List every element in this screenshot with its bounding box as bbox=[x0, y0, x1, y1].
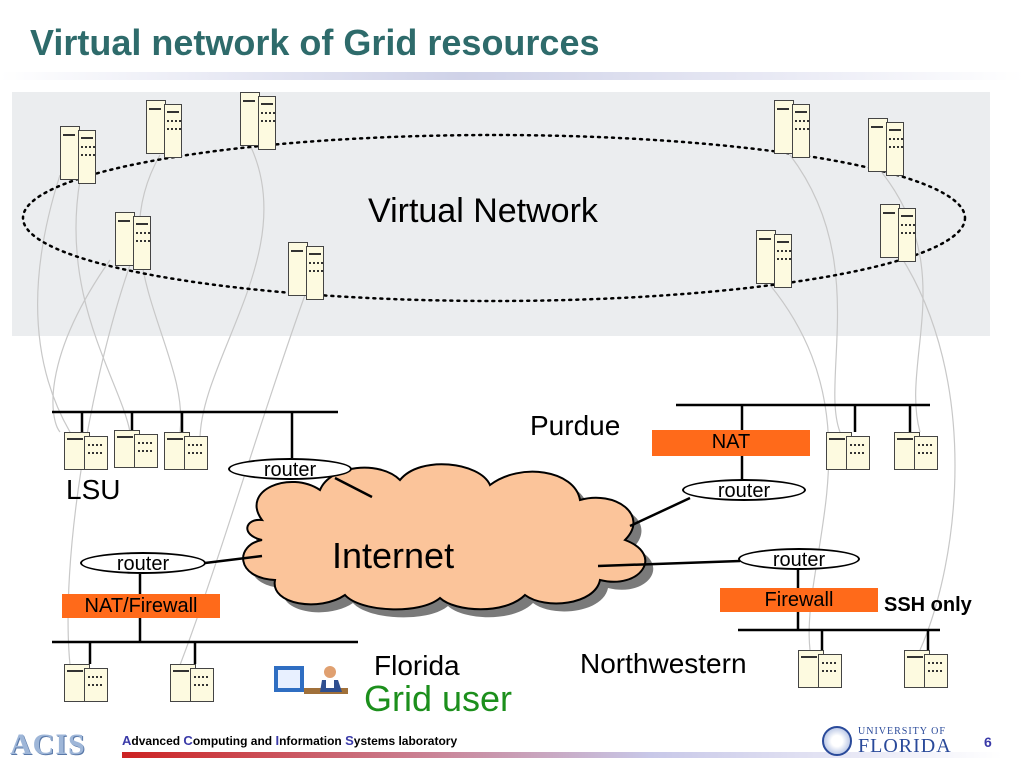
title-underline bbox=[0, 72, 1024, 80]
footer-underline bbox=[122, 752, 1002, 758]
virtual-network-label: Virtual Network bbox=[368, 192, 598, 230]
grid-user-label: Grid user bbox=[364, 678, 513, 719]
lsu-network bbox=[52, 410, 373, 499]
northwestern-firewall: Firewall bbox=[720, 588, 878, 612]
page-number: 6 bbox=[984, 734, 992, 750]
grid-user-icon bbox=[270, 662, 352, 698]
university-seal-icon bbox=[822, 726, 852, 756]
purdue-nat: NAT bbox=[652, 430, 810, 456]
purdue-router: router bbox=[682, 479, 806, 501]
site-label-purdue: Purdue bbox=[530, 410, 621, 441]
ssh-only-note: SSH only bbox=[884, 594, 972, 616]
slide-title: Virtual network of Grid resources bbox=[30, 22, 600, 63]
lsu-router: router bbox=[228, 458, 352, 480]
internet-label: Internet bbox=[332, 535, 455, 576]
northwestern-network bbox=[597, 559, 940, 650]
acis-logo: ACIS bbox=[10, 728, 86, 761]
virtual-network-ellipse bbox=[21, 133, 967, 303]
site-label-florida: Florida bbox=[374, 650, 460, 681]
northwestern-router: router bbox=[738, 548, 860, 570]
purdue-network bbox=[629, 403, 930, 528]
florida-router: router bbox=[80, 552, 206, 574]
lab-name: Advanced Computing and Information Syste… bbox=[122, 733, 458, 748]
internet-cloud bbox=[242, 463, 654, 618]
site-label-lsu: LSU bbox=[66, 474, 121, 505]
university-logo: UNIVERSITY OF FLORIDA bbox=[822, 726, 958, 760]
florida-network bbox=[52, 554, 358, 664]
site-label-northwestern: Northwestern bbox=[580, 648, 747, 679]
florida-nat-firewall: NAT/Firewall bbox=[62, 594, 220, 618]
